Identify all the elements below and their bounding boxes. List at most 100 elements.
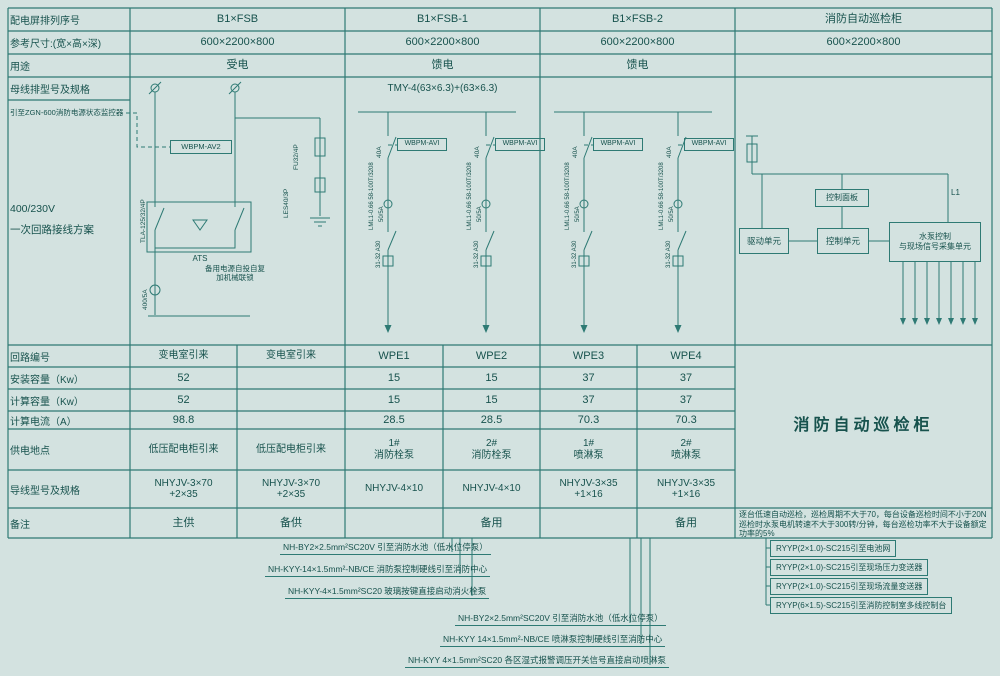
feeder-ct-label-2: LML1-0.66 58-100T/3208 bbox=[467, 162, 473, 230]
busbar-spec: TMY-4(63×6.3)+(63×6.3) bbox=[387, 82, 498, 94]
feeder-meter-box-1: WBPM-AVI bbox=[397, 138, 447, 151]
control-panel-box: 控制面板 bbox=[815, 189, 869, 207]
drive-unit-box: 驱动单元 bbox=[739, 228, 789, 254]
location-2: 低压配电柜引来 bbox=[256, 443, 326, 455]
row-label-installed: 安装容量（Kw） bbox=[10, 374, 84, 386]
location-4-line2: 消防栓泵 bbox=[471, 449, 512, 461]
control-unit-box: 控制单元 bbox=[817, 228, 869, 254]
feeder-ct-ratio-label-2: 50/5A bbox=[477, 206, 483, 222]
fuse-label: FU32/4P bbox=[293, 144, 300, 170]
main-meter-box: WBPM-AV2 bbox=[170, 140, 232, 154]
wire-2: NHYJV-3×70 +2×35 bbox=[237, 470, 345, 508]
main-ct-ratio-label: 400/5A bbox=[142, 289, 149, 310]
feeder-ct-label-1: LML1-0.66 58-100T/3208 bbox=[369, 162, 375, 230]
row-label-circuit: 回路编号 bbox=[10, 352, 50, 364]
row-label-scheme-voltage: 400/230V bbox=[10, 203, 55, 215]
wire-5-line1: NHYJV-3×35 bbox=[559, 477, 618, 489]
panel-name-3: B1×FSB-2 bbox=[611, 13, 664, 26]
wire-6-line2: +1×16 bbox=[671, 489, 701, 500]
installed-1: 52 bbox=[177, 371, 190, 384]
calc-current-5: 70.3 bbox=[577, 413, 600, 426]
cable-note-inspection-2: RYYP(2×1.0)-SC215引至现场压力变送器 bbox=[770, 559, 929, 576]
remark-1: 主供 bbox=[172, 516, 195, 529]
wire-5: NHYJV-3×35 +1×16 bbox=[540, 470, 637, 508]
ats-note: 备用电源自投自复 加机械联锁 bbox=[192, 262, 278, 284]
cable-note-sprinkler-1: NH-BY2×2.5mm²SC20V 引至消防水池（低水位停泵） bbox=[455, 612, 666, 626]
installed-4: 15 bbox=[485, 371, 498, 384]
feeder-breaker-label-2: 31-32 A30 bbox=[474, 240, 480, 268]
remark-2: 备供 bbox=[280, 516, 302, 529]
installed-3: 15 bbox=[387, 371, 401, 384]
location-1: 低压配电柜引来 bbox=[148, 443, 219, 455]
panel-size-4: 600×2200×800 bbox=[826, 36, 901, 49]
cable-note-inspection-4: RYYP(6×1.5)-SC215引至消防控制室多线控制台 bbox=[770, 597, 953, 614]
cable-note-inspection-3: RYYP(2×1.0)-SC215引至现场流量变送器 bbox=[770, 578, 929, 595]
panel-name-1: B1×FSB bbox=[216, 13, 259, 26]
feeder-breaker-label-3: 31-32 A30 bbox=[572, 240, 578, 268]
cable-note-inspection-1: RYYP(2×1.0)-SC215引至电池网 bbox=[770, 540, 897, 557]
monitor-lead-note: 引至ZGN-600消防电源状态监控器 bbox=[10, 108, 124, 117]
row-label-calc-current: 计算电流（A） bbox=[10, 416, 77, 428]
wire-2-line2: +2×35 bbox=[276, 489, 306, 500]
calc-current-4: 28.5 bbox=[480, 413, 503, 426]
circuit-id-3: WPE1 bbox=[378, 349, 410, 362]
pump-control-unit-line2: 与现场信号采集单元 bbox=[899, 242, 971, 251]
location-3: 1# 消防栓泵 bbox=[345, 429, 443, 470]
location-3-line1: 1# bbox=[388, 438, 400, 449]
panel-usage-1: 受电 bbox=[226, 59, 249, 72]
installed-5: 37 bbox=[582, 371, 595, 384]
panel-size-2: 600×2200×800 bbox=[405, 36, 480, 49]
ats-note-line1: 备用电源自投自复 bbox=[205, 263, 265, 273]
panel-size-3: 600×2200×800 bbox=[600, 36, 675, 49]
feeder-amp-label-4: 40A bbox=[666, 146, 673, 158]
wire-5-line2: +1×16 bbox=[574, 489, 603, 500]
phase-l1-label: L1 bbox=[951, 188, 960, 197]
feeder-ct-label-4: LML1-0.66 58-100T/3208 bbox=[659, 162, 665, 230]
feeder-meter-box-2: WBPM-AVI bbox=[495, 138, 545, 151]
location-6-line2: 喷淋泵 bbox=[671, 449, 701, 461]
feeder-ct-ratio-label-3: 50/5A bbox=[575, 206, 581, 222]
row-label-calc-capacity: 计算容量（Kw） bbox=[10, 396, 84, 408]
wire-1-line1: NHYJV-3×70 bbox=[154, 477, 213, 489]
location-4-line1: 2# bbox=[485, 438, 498, 449]
wire-2-line1: NHYJV-3×70 bbox=[261, 477, 321, 489]
row-label-wire: 导线型号及规格 bbox=[10, 485, 80, 497]
calc-current-3: 28.5 bbox=[383, 413, 405, 426]
circuit-id-1: 变电室引来 bbox=[158, 350, 209, 362]
feeder-breaker-label-1: 31-32 A30 bbox=[376, 240, 382, 268]
wire-1: NHYJV-3×70 +2×35 bbox=[130, 470, 237, 508]
location-6: 2# 喷淋泵 bbox=[637, 429, 735, 470]
row-label-location: 供电地点 bbox=[10, 446, 50, 457]
inspection-cabinet-remark: 逐台低速自动巡检，巡检周期不大于70，每台设备巡检时间不小于20N巡检时水泵电机… bbox=[739, 510, 987, 538]
calc-capacity-4: 15 bbox=[485, 393, 498, 406]
row-label-scheme-title: 一次回路接线方案 bbox=[10, 223, 94, 236]
cable-note-hydrant-1: NH-BY2×2.5mm²SC20V 引至消防水池（低水位停泵） bbox=[280, 541, 491, 555]
calc-current-1: 98.8 bbox=[172, 413, 195, 426]
wire-6: NHYJV-3×35 +1×16 bbox=[637, 470, 735, 508]
row-label-arrangement: 配电屏排列序号 bbox=[10, 16, 80, 27]
feeder-ct-ratio-label-4: 50/5A bbox=[669, 206, 675, 222]
ats-label: ATS bbox=[192, 253, 208, 263]
inspection-cabinet-title: 消防自动巡检柜 bbox=[793, 417, 934, 435]
pump-control-unit-line1: 水泵控制 bbox=[919, 232, 951, 241]
wire-3: NHYJV-4×10 bbox=[364, 483, 424, 495]
calc-capacity-1: 52 bbox=[177, 393, 190, 406]
feeder-amp-label-2: 40A bbox=[474, 146, 481, 158]
row-label-usage: 用途 bbox=[10, 62, 30, 73]
installed-6: 37 bbox=[679, 371, 693, 384]
feeder-meter-box-3: WBPM-AVI bbox=[593, 138, 643, 151]
ats-note-line2: 加机械联锁 bbox=[216, 273, 254, 282]
circuit-id-6: WPE4 bbox=[670, 349, 702, 362]
cable-note-hydrant-2: NH-KYY-14×1.5mm²-NB/CE 消防泵控制硬线引至消防中心 bbox=[265, 563, 491, 577]
feeder-meter-box-4: WBPM-AVI bbox=[684, 138, 734, 151]
cable-note-sprinkler-3: NH-KYY 4×1.5mm²SC20 各区湿式报警调压开关信号直接启动喷淋泵 bbox=[405, 654, 669, 668]
cable-note-sprinkler-2: NH-KYY 14×1.5mm²-NB/CE 喷淋泵控制硬线引至消防中心 bbox=[440, 633, 666, 647]
location-5: 1# 喷淋泵 bbox=[540, 429, 637, 470]
calc-capacity-3: 15 bbox=[387, 393, 401, 406]
location-3-line2: 消防栓泵 bbox=[374, 449, 414, 461]
location-6-line1: 2# bbox=[680, 438, 692, 449]
row-label-size: 参考尺寸:(宽×高×深) bbox=[10, 39, 102, 50]
wire-4: NHYJV-4×10 bbox=[462, 483, 521, 495]
